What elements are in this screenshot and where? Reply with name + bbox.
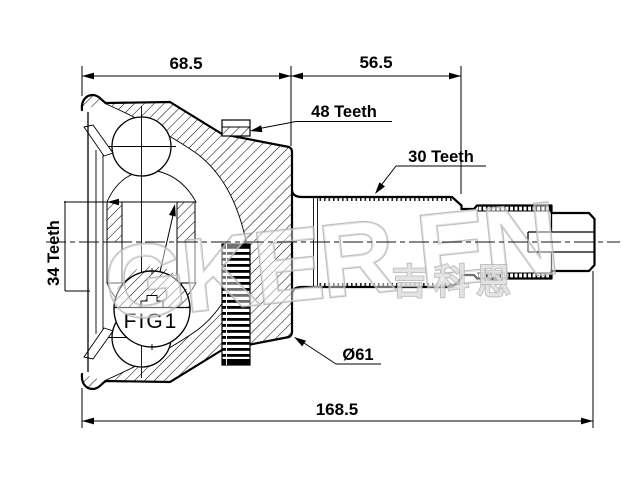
svg-text:34 Teeth: 34 Teeth <box>45 220 63 286</box>
detail-balloon-fig1: FIG1 <box>113 204 191 350</box>
abs-tone-ring <box>221 119 251 366</box>
dimension-overall: 168.5 <box>81 271 594 428</box>
label-30-teeth: 30 Teeth <box>375 148 486 194</box>
thread-crest-bottom <box>478 273 551 279</box>
label-34-teeth: 34 Teeth <box>45 198 119 292</box>
svg-text:30 Teeth: 30 Teeth <box>408 148 474 166</box>
dim-56-5: 56.5 <box>359 53 392 72</box>
dimension-top: 68.5 56.5 <box>81 53 462 194</box>
dim-168-5: 168.5 <box>316 400 359 419</box>
spline-tooth-profile-detail <box>140 295 164 308</box>
balloon-leader-arrow <box>169 204 176 217</box>
bell-outline-bottom <box>80 330 294 391</box>
svg-text:48 Teeth: 48 Teeth <box>311 103 377 121</box>
bell-outline-top <box>80 93 294 154</box>
dim-68-5: 68.5 <box>169 54 202 73</box>
label-48-teeth: 48 Teeth <box>250 103 392 133</box>
shaft-spline-teeth-top <box>318 197 452 201</box>
fig1-label: FIG1 <box>124 310 179 333</box>
thread-crest-top <box>478 205 551 211</box>
shaft-spline-teeth-bottom <box>318 283 452 287</box>
svg-text:Ø61: Ø61 <box>342 346 373 364</box>
label-diameter-61: Ø61 <box>294 337 381 365</box>
watermark-cjk-text: 吉科恩 <box>392 263 518 302</box>
